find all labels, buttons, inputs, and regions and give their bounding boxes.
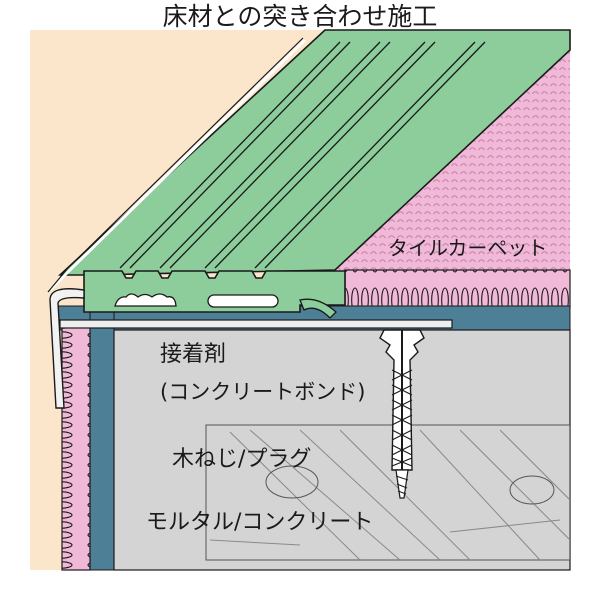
riser-carpet-pile [61, 324, 91, 571]
screw-plug-label: 木ねじ/プラグ [172, 447, 312, 472]
profile-front-lip [49, 288, 85, 409]
screw-plug [379, 329, 425, 499]
tile-carpet-pile [344, 269, 571, 309]
concrete-block [113, 329, 571, 571]
profile-chamber-left [114, 293, 177, 307]
adhesive-layer [59, 319, 453, 329]
profile-hook [299, 298, 337, 319]
mortar-concrete-label: モルタル/コンクリート [146, 510, 374, 535]
riser-base-layer [89, 299, 115, 571]
diagram-title: 床材との突き合わせ施工 [162, 2, 438, 31]
profile-edge-line [48, 38, 307, 292]
tile-carpet-label: タイルカーペット [388, 236, 548, 260]
adhesive-label: 接着剤 [160, 342, 227, 367]
profile-chamber-right [207, 294, 279, 308]
profile-ribs [119, 41, 486, 269]
adhesive-note-label: (コンクリートボンド) [160, 380, 366, 404]
